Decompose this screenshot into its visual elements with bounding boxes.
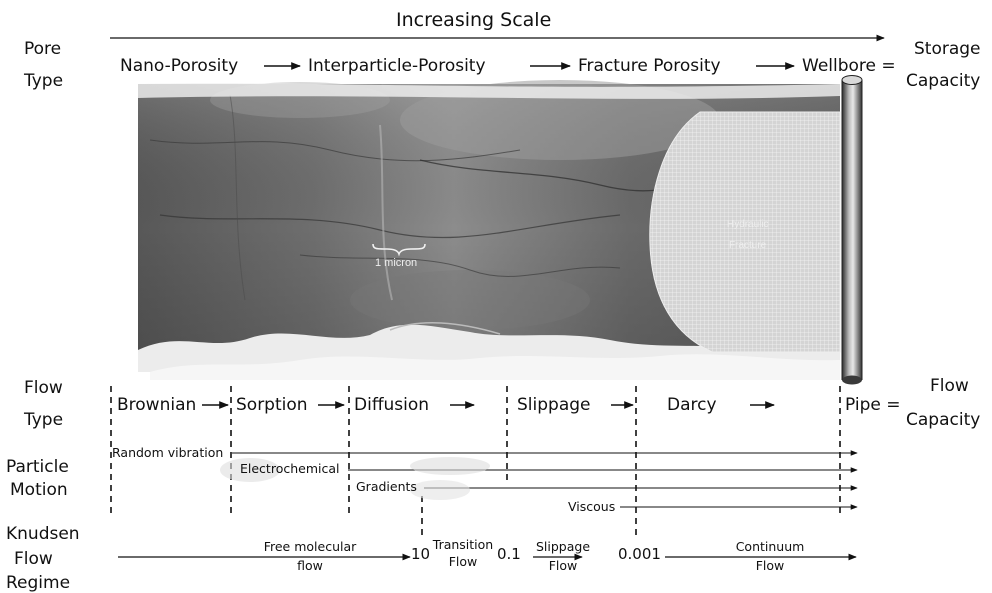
flow-type-darcy: Darcy (667, 397, 717, 414)
right-label-flow-1: Flow (930, 378, 969, 395)
right-label-flow-2: Capacity (906, 412, 980, 429)
fracture-label-1: Hydraulic (727, 220, 769, 230)
right-label-storage-2: Capacity (906, 73, 980, 90)
row-label-flow-2: Type (24, 412, 63, 429)
regime-transition-1: Transition (428, 539, 498, 552)
pore-type-nano: Nano-Porosity (120, 58, 238, 75)
regime-slippage-1: Slippage (530, 541, 596, 554)
regime-slippage-2: Flow (530, 560, 596, 573)
flow-type-brownian: Brownian (117, 397, 196, 414)
regime-free-molecular-2: flow (250, 560, 370, 573)
flow-type-sorption: Sorption (236, 397, 308, 414)
motion-random-vibration: Random vibration (112, 447, 223, 460)
knudsen-boundary-0-001: 0.001 (618, 547, 661, 562)
right-label-storage-1: Storage (914, 41, 981, 58)
pore-type-wellbore: Wellbore = (802, 58, 896, 75)
scale-label: Increasing Scale (396, 11, 551, 30)
row-label-knudsen-3: Regime (6, 575, 70, 592)
row-label-pore-1: Pore (24, 41, 61, 58)
pore-type-interparticle: Interparticle-Porosity (308, 58, 486, 75)
hydraulic-fracture-region (650, 112, 840, 352)
flow-type-diffusion: Diffusion (354, 397, 429, 414)
row-label-knudsen-2: Flow (14, 551, 53, 568)
scale-bar-label: 1 micron (375, 258, 417, 269)
motion-electrochemical: Electrochemical (240, 463, 340, 476)
row-label-pore-2: Type (24, 73, 63, 90)
fracture-label-2: Fracture (729, 241, 766, 251)
regime-continuum-2: Flow (722, 560, 818, 573)
motion-viscous: Viscous (568, 501, 615, 514)
flow-type-slippage: Slippage (517, 397, 591, 414)
knudsen-boundary-10: 10 (411, 547, 430, 562)
wellbore-pipe (842, 76, 862, 385)
row-label-flow-1: Flow (24, 380, 63, 397)
row-label-knudsen-1: Knudsen (6, 526, 80, 543)
knudsen-boundary-0-1: 0.1 (497, 547, 521, 562)
row-label-particle-1: Particle (6, 459, 69, 476)
pore-type-fracture: Fracture Porosity (578, 58, 721, 75)
row-label-particle-2: Motion (10, 482, 68, 499)
motion-gradients: Gradients (356, 481, 417, 494)
regime-free-molecular-1: Free molecular (250, 541, 370, 554)
regime-transition-2: Flow (428, 556, 498, 569)
regime-continuum-1: Continuum (722, 541, 818, 554)
flow-type-pipe: Pipe = (845, 397, 901, 414)
